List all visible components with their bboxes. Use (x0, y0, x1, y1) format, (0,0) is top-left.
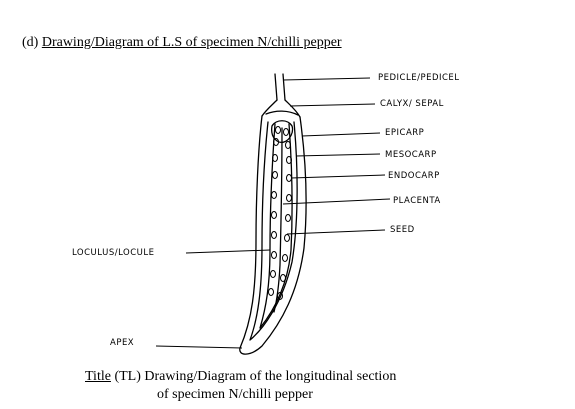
seed (272, 154, 278, 162)
seed (271, 191, 277, 199)
placenta-line (273, 127, 283, 313)
label-apex: APEX (110, 338, 134, 348)
seed (285, 141, 291, 149)
heading-prefix: (d) (22, 35, 42, 50)
label-epicarp: EPICARP (385, 128, 424, 138)
label-placenta: PLACENTA (393, 196, 441, 206)
pointer-apex (155, 345, 243, 349)
seed (285, 214, 291, 222)
pointer-pedicel (282, 77, 371, 81)
label-seed: SEED (390, 225, 415, 235)
pedicel-stalk (274, 73, 286, 101)
calyx-shape (261, 99, 301, 118)
heading-text: Drawing/Diagram of L.S of specimen N/chi… (41, 35, 342, 50)
seed (277, 292, 283, 300)
label-calyx: CALYX/ SEPAL (380, 99, 444, 109)
pointer-epicarp (301, 132, 381, 137)
label-endocarp: ENDOCARP (388, 171, 440, 181)
label-loculus: LOCULUS/LOCULE (72, 248, 154, 258)
pointer-endocarp (290, 174, 386, 179)
seed (272, 171, 278, 179)
caption-title-word: Title (85, 369, 111, 384)
seed (275, 126, 281, 134)
caption-line1-rest: (TL) Drawing/Diagram of the longitudinal… (110, 369, 397, 384)
mesocarp-outline (249, 121, 298, 341)
label-pedicel: PEDICLE/PEDICEL (378, 73, 460, 83)
diagram-caption: Title (TL) Drawing/Diagram of the longit… (85, 368, 396, 404)
seed (271, 231, 277, 239)
seed (284, 234, 290, 242)
seed (286, 194, 292, 202)
epicarp-outline (239, 115, 307, 355)
seed (280, 274, 286, 282)
seed (283, 128, 289, 136)
caption-line2: of specimen N/chilli pepper (157, 387, 313, 402)
seed (268, 288, 274, 296)
seed (271, 251, 277, 259)
seed (282, 254, 288, 262)
label-mesocarp: MESOCARP (385, 150, 437, 160)
pointer-loculus (185, 249, 271, 254)
pointer-seed (286, 229, 386, 235)
seed (286, 174, 292, 182)
seed (271, 211, 277, 219)
seed (273, 138, 279, 146)
diagram-heading: (d) Drawing/Diagram of L.S of specimen N… (22, 35, 342, 51)
pointer-calyx (289, 103, 376, 107)
caption-line1: Title (TL) Drawing/Diagram of the longit… (85, 368, 396, 386)
seed (286, 156, 292, 164)
pointer-placenta (282, 198, 391, 205)
pointer-mesocarp (295, 153, 381, 157)
seed (270, 270, 276, 278)
